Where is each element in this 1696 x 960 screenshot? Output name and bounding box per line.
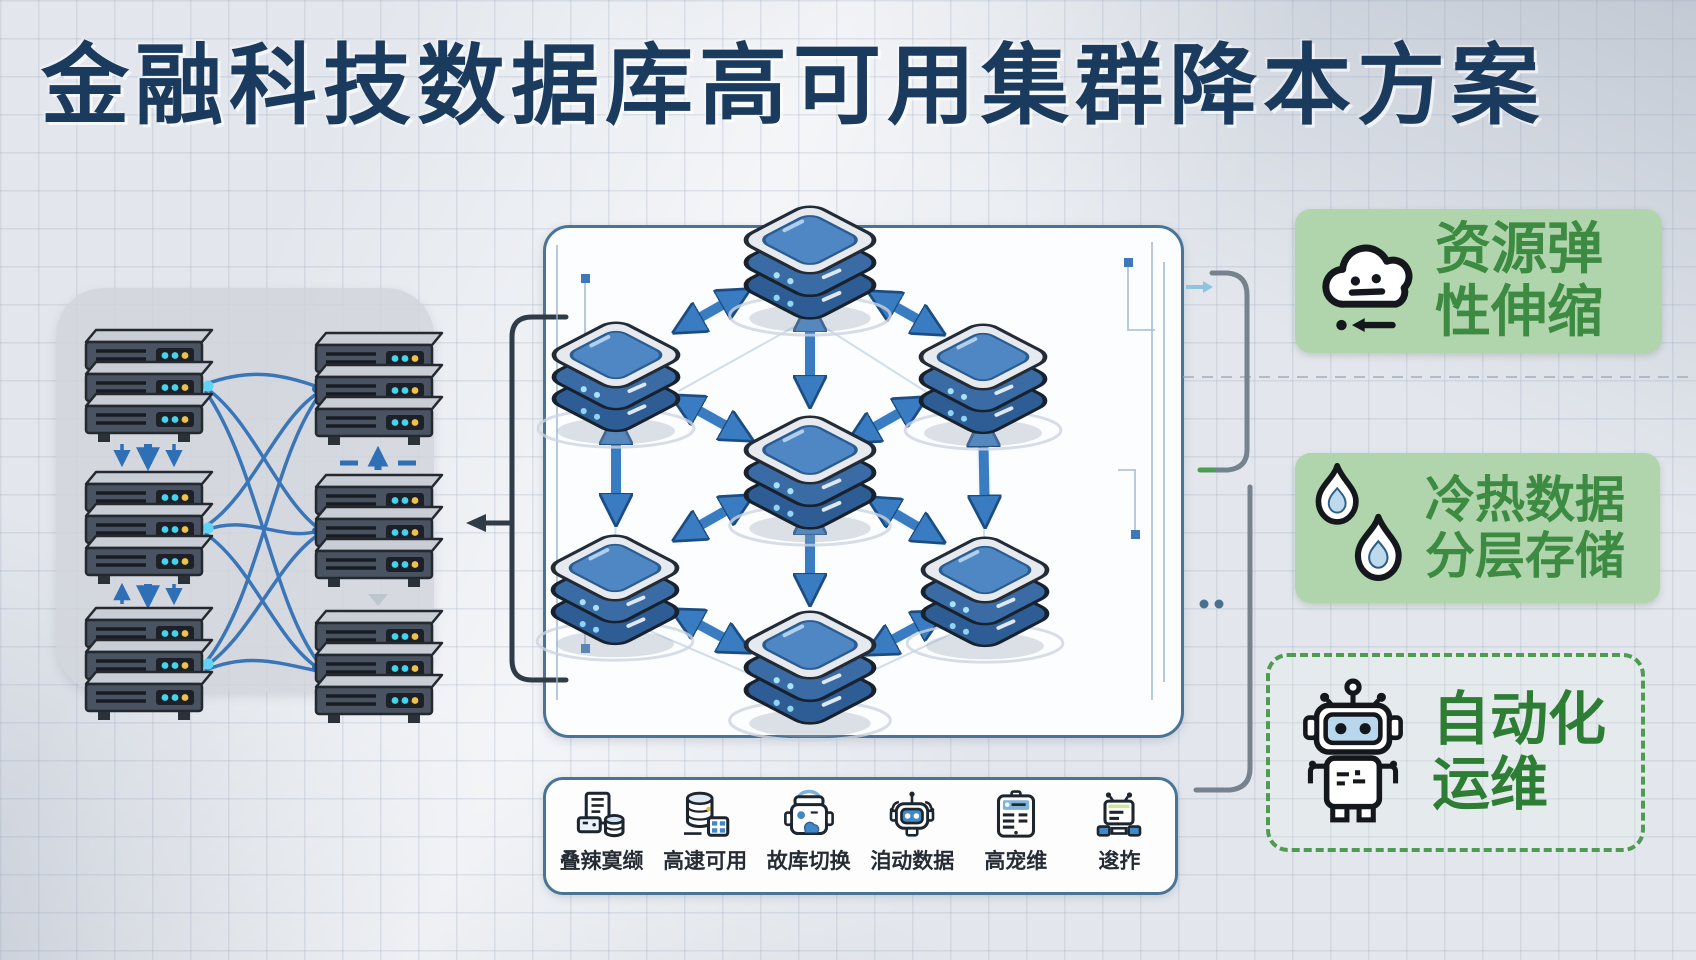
documents-database-icon	[576, 791, 625, 838]
legend-label: 故库切换	[766, 850, 851, 873]
legend-item: 高逮可用	[657, 788, 753, 875]
robot-head-icon	[889, 791, 935, 837]
legend-item: 逡拃	[1071, 788, 1167, 875]
feature-label-line: 性伸缩	[1435, 280, 1603, 343]
feature-label-line: 冷热数据	[1425, 472, 1625, 528]
terminal-cloud-icon	[783, 789, 834, 836]
robot-icon	[1303, 678, 1403, 822]
legend-label: 洎动数据	[870, 850, 955, 873]
page-title: 金融科技数据库高可用集群降本方案	[40, 36, 1545, 135]
monitor-board-icon	[1097, 792, 1142, 837]
feature-tiered-storage: 冷热数据 分层存储	[1295, 453, 1660, 603]
legend-box: 叠辣寞缬 高逮可用	[543, 777, 1178, 895]
database-modules-icon	[684, 791, 730, 837]
legend-label: 逡拃	[1098, 850, 1141, 873]
flames-icon	[1315, 462, 1402, 581]
legend-item: 洎动数据	[864, 788, 960, 875]
feature-label-line: 分层存储	[1425, 528, 1625, 584]
feature-label-line: 资源弹	[1435, 217, 1603, 281]
feature-automated-ops: 自动化 运维	[1266, 653, 1645, 852]
feature-label-line: 运维	[1432, 751, 1549, 817]
cloud-wind-icon	[1322, 244, 1413, 333]
legend-label: 叠辣寞缬	[559, 850, 644, 873]
checklist-clipboard-icon	[996, 790, 1035, 838]
feature-label-line: 自动化	[1432, 686, 1607, 752]
legend-item: 故库切换	[761, 788, 857, 875]
ha-cluster-box	[543, 225, 1184, 738]
legacy-server-mesh-panel	[56, 288, 434, 692]
feature-elastic-scaling: 资源弹 性伸缩	[1295, 209, 1662, 353]
legend-item: 高宠维	[968, 788, 1064, 875]
legend-label: 高宠维	[984, 850, 1048, 873]
legend-label: 高逮可用	[663, 850, 748, 873]
legend-item: 叠辣寞缬	[554, 788, 650, 875]
